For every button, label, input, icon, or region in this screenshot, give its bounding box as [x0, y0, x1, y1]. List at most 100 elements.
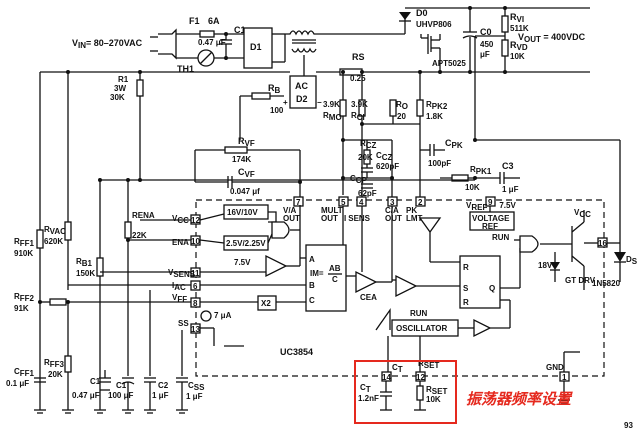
cpk-value: 100pF — [428, 159, 451, 168]
junction-dots — [38, 6, 507, 304]
svg-text:1: 1 — [562, 373, 567, 382]
d1-label: D1 — [250, 42, 262, 52]
va-out-label: V/A — [283, 206, 297, 215]
run-label: RUN — [492, 233, 510, 242]
ff-q: Q — [489, 284, 495, 293]
rpk1-ref: RPK1 — [470, 165, 492, 176]
cff1-ref: CFF1 — [14, 367, 35, 378]
oscillator-label: OSCILLATOR — [396, 324, 447, 333]
rcz-ref: RCZ — [360, 139, 377, 150]
gnd-label: GND — [546, 363, 564, 372]
rvi-resistor — [501, 15, 509, 33]
rs-flipflop — [459, 255, 501, 309]
svg-text:5: 5 — [341, 198, 346, 207]
ena-threshold: 2.5V/2.25V — [226, 239, 266, 248]
voltage-amp-icon — [265, 254, 288, 278]
rvd-ref: RVD — [510, 40, 528, 52]
diode-icon — [399, 12, 411, 20]
x2-label: X2 — [261, 299, 271, 308]
rb-resistor — [251, 92, 271, 100]
multiplier-block — [305, 244, 347, 312]
svg-text:13: 13 — [191, 325, 200, 334]
ccz-value: 620pF — [376, 162, 399, 171]
fuse-icon — [199, 30, 215, 38]
svg-text:10: 10 — [191, 237, 200, 246]
ss-current: 7 μA — [214, 311, 232, 320]
ac-plug-icon — [158, 28, 177, 60]
zener-label: 18V — [538, 261, 553, 270]
rpk1-resistor — [451, 174, 469, 182]
zener-icon — [550, 262, 560, 270]
pklmt-label: PK — [406, 206, 417, 215]
vff-label: VFF — [172, 293, 187, 304]
vcc-out-label: VCC — [574, 208, 591, 219]
rvac-value: 620K — [44, 237, 63, 246]
c2-value: 1 μF — [152, 391, 169, 400]
d0-part: UHVP806 — [416, 20, 452, 29]
svg-text:8: 8 — [193, 299, 198, 308]
ds-label: DS — [626, 255, 638, 266]
ena-label: ENA — [172, 238, 189, 247]
ground-icon — [34, 409, 188, 414]
va-out-label2: OUT — [283, 214, 300, 223]
ff-s: S — [463, 284, 469, 293]
rmo-ref: RMO — [323, 111, 342, 122]
c3-ref: C3 — [502, 161, 514, 171]
ro-value: 20 — [397, 112, 406, 121]
rff3-ref: RFF3 — [44, 358, 65, 369]
rb1-resistor — [96, 257, 104, 277]
svg-text:14: 14 — [382, 373, 391, 382]
r1-value2: 30K — [110, 93, 125, 102]
ccz-ref: CCZ — [376, 151, 393, 162]
ss-label: SS — [178, 319, 189, 328]
rb1-value: 150K — [76, 269, 95, 278]
svg-text:7: 7 — [296, 198, 301, 207]
rci-value: 3.9K — [351, 100, 368, 109]
rff3-value: 20K — [48, 370, 63, 379]
rci-ref: RCI — [351, 111, 365, 122]
d0-ref: D0 — [416, 8, 428, 18]
gt-drv-label: GT DRV — [565, 276, 596, 285]
rff1-ref: RFF1 — [14, 237, 35, 248]
rvac-ref: RVAC — [44, 225, 66, 236]
rcz-value: 20K — [358, 153, 373, 162]
co-value1: 450 — [480, 40, 494, 49]
co-ref: C0 — [480, 27, 492, 37]
buffer-icon — [473, 318, 492, 338]
svg-text:+: + — [283, 98, 288, 107]
mult-out-label: MULT — [321, 206, 343, 215]
ff-r: R — [463, 263, 469, 272]
oscillator-setting-highlight — [354, 360, 457, 424]
output-and-gate-icon — [519, 235, 539, 253]
rff2-ref: RFF2 — [14, 292, 35, 303]
cvf-value: 0.047 μf — [230, 187, 260, 196]
rb-value: 100 — [270, 106, 284, 115]
pklmt-label2: LMT — [406, 214, 423, 223]
vref3-label: REF — [482, 222, 498, 231]
c1b-ref: C1 — [90, 377, 101, 386]
x2-block — [257, 295, 277, 311]
ca-out-label2: OUT — [385, 214, 402, 223]
ic-name: UC3854 — [280, 347, 313, 357]
rff3-resistor — [64, 355, 72, 373]
svg-text:3: 3 — [390, 198, 395, 207]
cpk-ref: CPK — [445, 138, 463, 150]
pin-labels: 7 5 4 3 2 9 10 11 6 8 13 12 14 12 1 16 — [190, 196, 608, 382]
uvlo-value: 16V/10V — [227, 208, 258, 217]
annotation-label: 振荡器频率设置 — [466, 390, 573, 408]
ro-ref: RO — [396, 100, 408, 111]
rmo-value: 3.9K — [323, 100, 340, 109]
svg-text:12: 12 — [191, 216, 200, 225]
rvf-value: 174K — [232, 155, 251, 164]
svg-text:−: − — [317, 98, 322, 107]
rb-ref: RB — [268, 83, 281, 95]
c3-value: 1 μF — [502, 185, 519, 194]
rset-value: 10K — [426, 395, 441, 404]
bridge-rectifier-d2 — [289, 75, 317, 109]
ccp-value: 62pF — [358, 189, 377, 198]
vin-label: VIN= 80–270VAC — [72, 38, 143, 50]
vout-label: VOUT = 400VDC — [518, 32, 586, 44]
